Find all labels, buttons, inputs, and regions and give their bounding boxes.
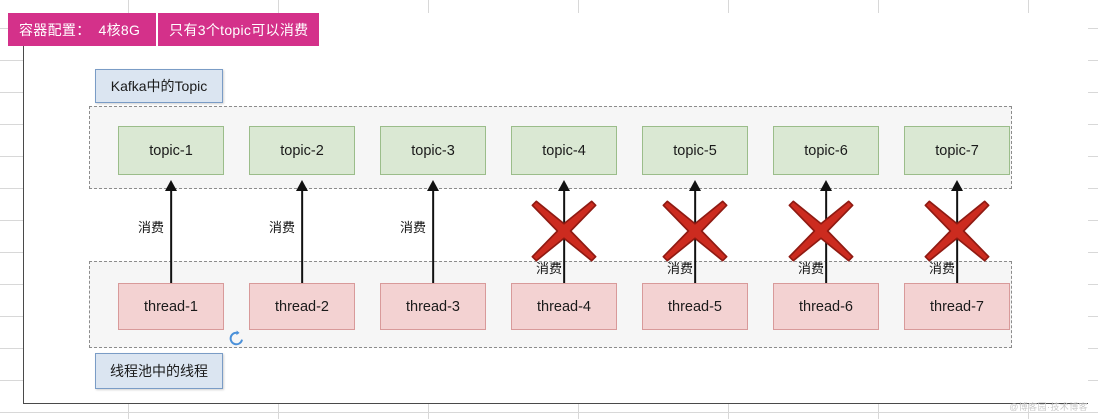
arrow-head — [165, 180, 177, 191]
arrow-head — [558, 180, 570, 191]
thread-node-6[interactable]: thread-6 — [773, 283, 879, 330]
banner-config-value: 4核8G — [98, 21, 141, 38]
topic-node-5[interactable]: topic-5 — [642, 126, 748, 175]
arrow-shaft — [170, 190, 172, 283]
arrow-head — [296, 180, 308, 191]
consume-label-6: 消费 — [798, 261, 825, 276]
caption-kafka-topics: Kafka中的Topic — [95, 69, 223, 103]
blocked-x-icon-5 — [662, 200, 728, 262]
topic-node-7[interactable]: topic-7 — [904, 126, 1010, 175]
thread-node-2[interactable]: thread-2 — [249, 283, 355, 330]
arrow-shaft — [432, 190, 434, 283]
topic-node-2[interactable]: topic-2 — [249, 126, 355, 175]
consume-label-5: 消费 — [667, 261, 694, 276]
arrow-head — [689, 180, 701, 191]
consume-label-7: 消费 — [929, 261, 956, 276]
refresh-icon[interactable] — [228, 330, 245, 347]
arrow-head — [820, 180, 832, 191]
thread-node-4[interactable]: thread-4 — [511, 283, 617, 330]
arrow-head — [427, 180, 439, 191]
thread-node-5[interactable]: thread-5 — [642, 283, 748, 330]
blocked-x-icon-7 — [924, 200, 990, 262]
thread-node-3[interactable]: thread-3 — [380, 283, 486, 330]
arrow-shaft — [301, 190, 303, 283]
config-banner: 容器配置： 4核8G 只有3个topic可以消费 — [8, 13, 320, 46]
blocked-x-icon-4 — [531, 200, 597, 262]
arrow-thread-3-to-topic-3 — [423, 180, 443, 283]
topic-node-4[interactable]: topic-4 — [511, 126, 617, 175]
consume-label-3: 消费 — [400, 220, 427, 235]
banner-config-section: 容器配置： 4核8G — [8, 13, 156, 46]
caption-thread-pool: 线程池中的线程 — [95, 353, 223, 389]
watermark: @博客园·技术博客 — [1009, 402, 1088, 412]
consume-label-4: 消费 — [536, 261, 563, 276]
thread-node-7[interactable]: thread-7 — [904, 283, 1010, 330]
banner-note-section: 只有3个topic可以消费 — [169, 21, 309, 38]
blocked-x-icon-6 — [788, 200, 854, 262]
consume-label-2: 消费 — [269, 220, 296, 235]
thread-node-1[interactable]: thread-1 — [118, 283, 224, 330]
topic-node-3[interactable]: topic-3 — [380, 126, 486, 175]
arrow-thread-2-to-topic-2 — [292, 180, 312, 283]
topic-node-6[interactable]: topic-6 — [773, 126, 879, 175]
banner-divider — [156, 13, 159, 46]
banner-config-label: 容器配置： — [19, 21, 91, 38]
topic-node-1[interactable]: topic-1 — [118, 126, 224, 175]
arrow-head — [951, 180, 963, 191]
arrow-thread-1-to-topic-1 — [161, 180, 181, 283]
consume-label-1: 消费 — [138, 220, 165, 235]
